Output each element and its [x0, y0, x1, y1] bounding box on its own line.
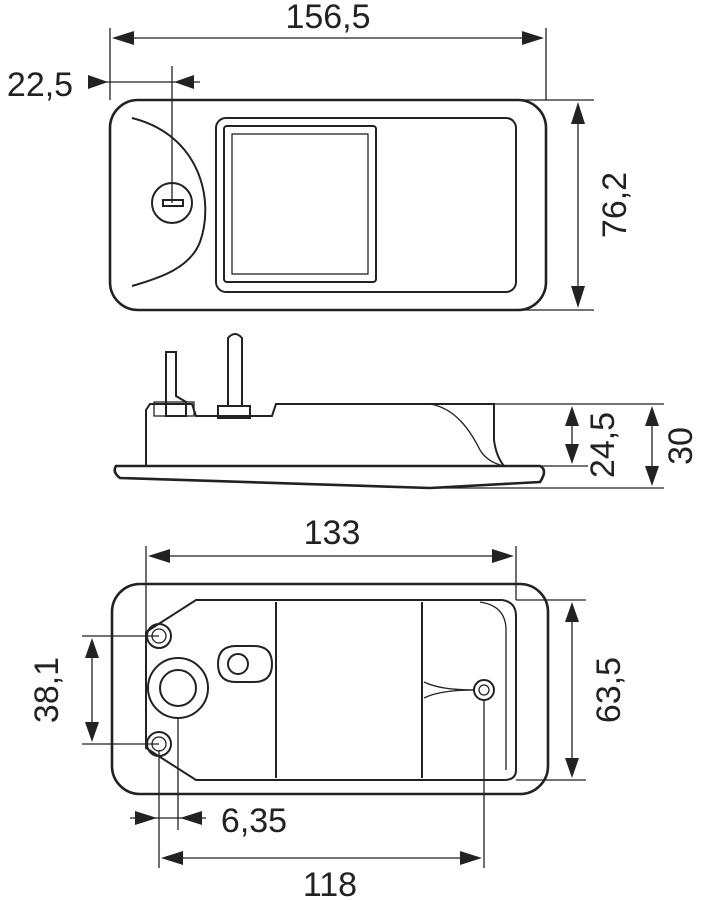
dim-side-inner-height: 24,5: [494, 403, 664, 478]
dim-bottom-height-label: 63,5: [590, 657, 628, 723]
dim-top-height: 76,2: [520, 99, 634, 311]
bottom-view-housing: [145, 599, 517, 781]
dim-bottom-offset: 6,35: [130, 718, 287, 868]
dim-bottom-hole-spacing-label: 38,1: [28, 657, 66, 723]
dim-bottom-width-label: 133: [304, 514, 361, 552]
dim-bottom-width: 133: [145, 514, 517, 632]
dim-side-total-height-label: 30: [662, 427, 700, 465]
dim-top-width-label: 156,5: [285, 0, 370, 36]
side-view-terminal: [165, 351, 187, 417]
dim-top-height-label: 76,2: [596, 172, 634, 238]
center-boss-icon: [147, 657, 209, 719]
bottom-view: [110, 582, 550, 796]
dim-bottom-hole-spacing: 38,1: [28, 635, 159, 745]
side-view-stud: [227, 333, 243, 407]
top-view-lock-panel: [131, 117, 207, 287]
dim-top-offset-label: 22,5: [7, 66, 73, 104]
stud-boss-icon: [216, 645, 274, 683]
dim-bottom-base-width: 118: [161, 700, 485, 900]
dim-bottom-height: 63,5: [516, 599, 628, 781]
side-view-stud-nut: [217, 405, 251, 419]
side-view: [113, 333, 546, 490]
screw-hole-icon: [473, 679, 495, 701]
dim-bottom-base-width-label: 118: [303, 866, 357, 900]
side-view-lens-curve: [429, 403, 505, 467]
side-view-terminal-base: [153, 401, 195, 417]
top-view-lens-inner: [223, 125, 377, 283]
top-view-lens-frame: [215, 117, 517, 293]
dim-top-width: 156,5: [109, 0, 547, 100]
dim-side-inner-height-label: 24,5: [584, 412, 622, 478]
bottom-view-outer: [110, 582, 550, 796]
dim-top-offset: 22,5: [7, 66, 200, 203]
dim-side-total-height: 30: [432, 406, 700, 489]
dim-bottom-offset-label: 6,35: [221, 802, 287, 840]
top-view-lens-window: [231, 133, 369, 275]
side-view-flange: [113, 464, 546, 490]
side-view-housing: [145, 403, 505, 467]
top-view: [108, 98, 548, 312]
top-view-body: [108, 98, 548, 312]
